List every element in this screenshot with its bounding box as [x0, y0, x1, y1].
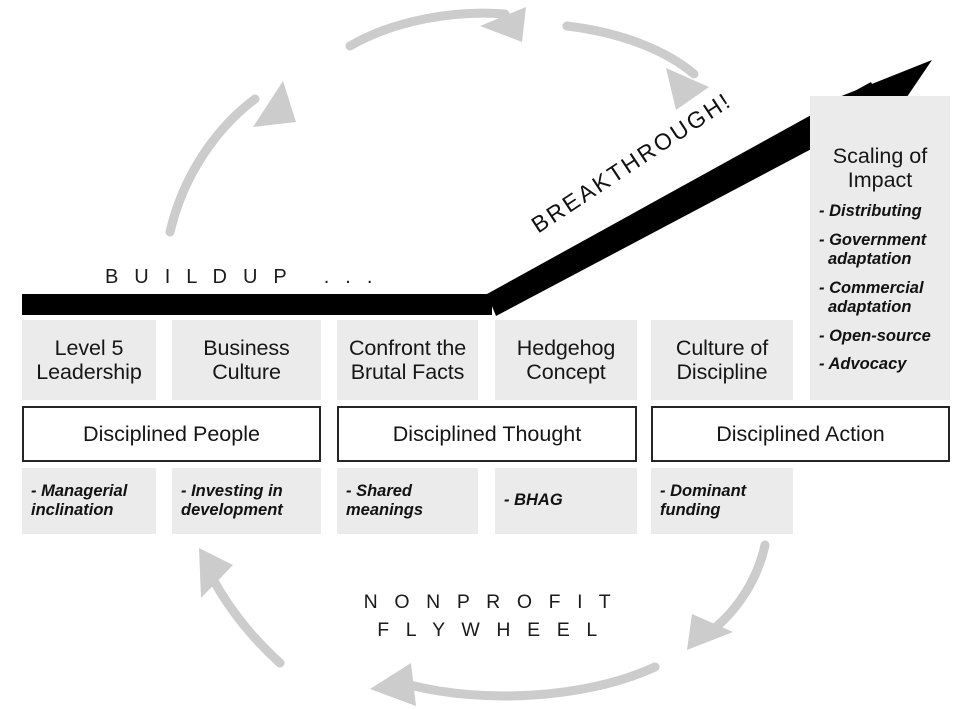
arrowhead-bottom-center-left [370, 663, 416, 706]
pillar-note-business-culture: - Investing in development [172, 468, 321, 534]
pillar-title-level-5-leadership: Level 5 Leadership [22, 320, 156, 400]
pillar-note-confront-the-brutal-facts: - Shared meanings [337, 468, 478, 534]
scaling-item: - Commercial adaptation [819, 278, 924, 317]
pillar-note-culture-of-discipline: - Dominant funding [651, 468, 793, 534]
scaling-of-impact-list: - Distributing - Government adaptation -… [810, 192, 950, 374]
pillar-note-level-5-leadership: - Managerial inclination [22, 468, 156, 534]
panel-scaling-of-impact: Scaling of Impact - Distributing - Gover… [810, 96, 950, 400]
scaling-of-impact-heading: Scaling of Impact [832, 144, 928, 193]
arrow-top-center-right-shaft [345, 8, 510, 51]
arrowhead-top-center-right [480, 7, 526, 42]
buildup-bar [22, 294, 492, 315]
nonprofit-flywheel-label: N O N P R O F I T F L Y W H E E L [363, 591, 617, 641]
scaling-item: - Advocacy [819, 354, 907, 373]
pillar-title-hedgehog-concept: Hedgehog Concept [495, 320, 637, 400]
buildup-label: B U I L D U P . . . [105, 266, 378, 288]
band-disciplined-people: Disciplined People [22, 406, 321, 462]
arrow-top-right-down-shaft [562, 21, 699, 79]
pillar-title-business-culture: Business Culture [172, 320, 321, 400]
scaling-item: - Distributing [819, 202, 922, 221]
breakthrough-label: BREAKTHROUGH! [526, 86, 737, 238]
arrowhead-top-left-up [253, 81, 296, 127]
pillar-title-culture-of-discipline: Culture of Discipline [651, 320, 793, 400]
arrow-top-left-up-shaft [165, 94, 260, 237]
pillar-note-hedgehog-concept: - BHAG [495, 468, 637, 534]
band-disciplined-thought: Disciplined Thought [337, 406, 637, 462]
scaling-item: - Government adaptation [819, 230, 927, 269]
band-disciplined-action: Disciplined Action [651, 406, 950, 462]
arrow-bottom-center-left-shaft [405, 662, 660, 701]
scaling-item: - Open-source [819, 326, 931, 345]
pillar-title-confront-the-brutal-facts: Confront the Brutal Facts [337, 320, 478, 400]
